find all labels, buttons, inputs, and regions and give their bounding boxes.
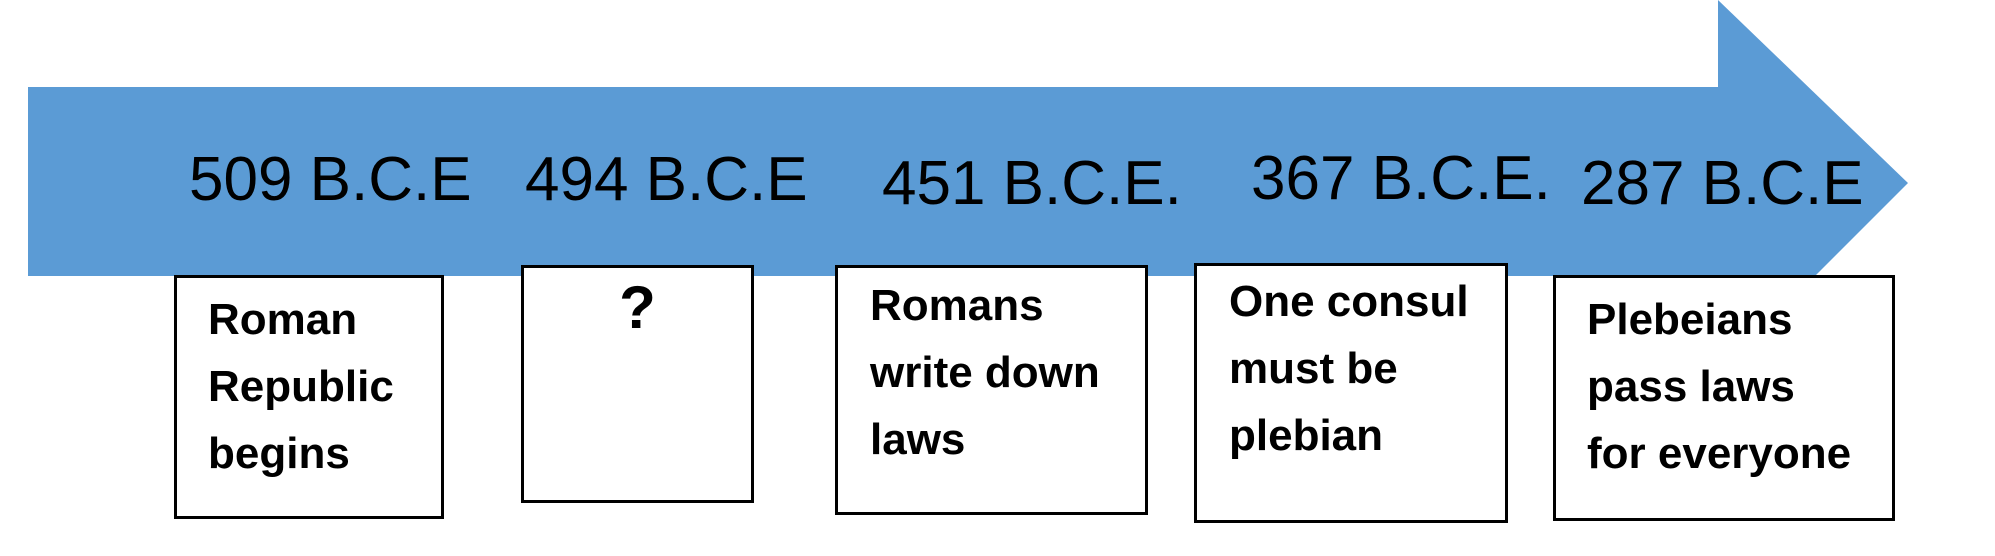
event-description-494: ? <box>619 274 656 341</box>
event-date-287: 287 B.C.E <box>1581 149 1864 218</box>
event-box-287: Plebeians pass laws for everyone <box>1553 275 1895 521</box>
timeline-arrow <box>28 0 1908 276</box>
event-description-451: Romans write down laws <box>870 281 1100 464</box>
event-box-451: Romans write down laws <box>835 265 1148 515</box>
event-description-287: Plebeians pass laws for everyone <box>1587 295 1852 478</box>
event-description-367: One consul must be plebian <box>1229 277 1469 460</box>
event-box-509: Roman Republic begins <box>174 275 444 519</box>
event-box-367: One consul must be plebian <box>1194 263 1508 523</box>
event-date-494: 494 B.C.E <box>525 145 808 214</box>
event-description-509: Roman Republic begins <box>208 295 394 478</box>
event-date-451: 451 B.C.E. <box>882 149 1182 218</box>
event-date-509: 509 B.C.E <box>189 145 472 214</box>
event-date-367: 367 B.C.E. <box>1251 144 1551 213</box>
event-box-494: ? <box>521 265 754 503</box>
